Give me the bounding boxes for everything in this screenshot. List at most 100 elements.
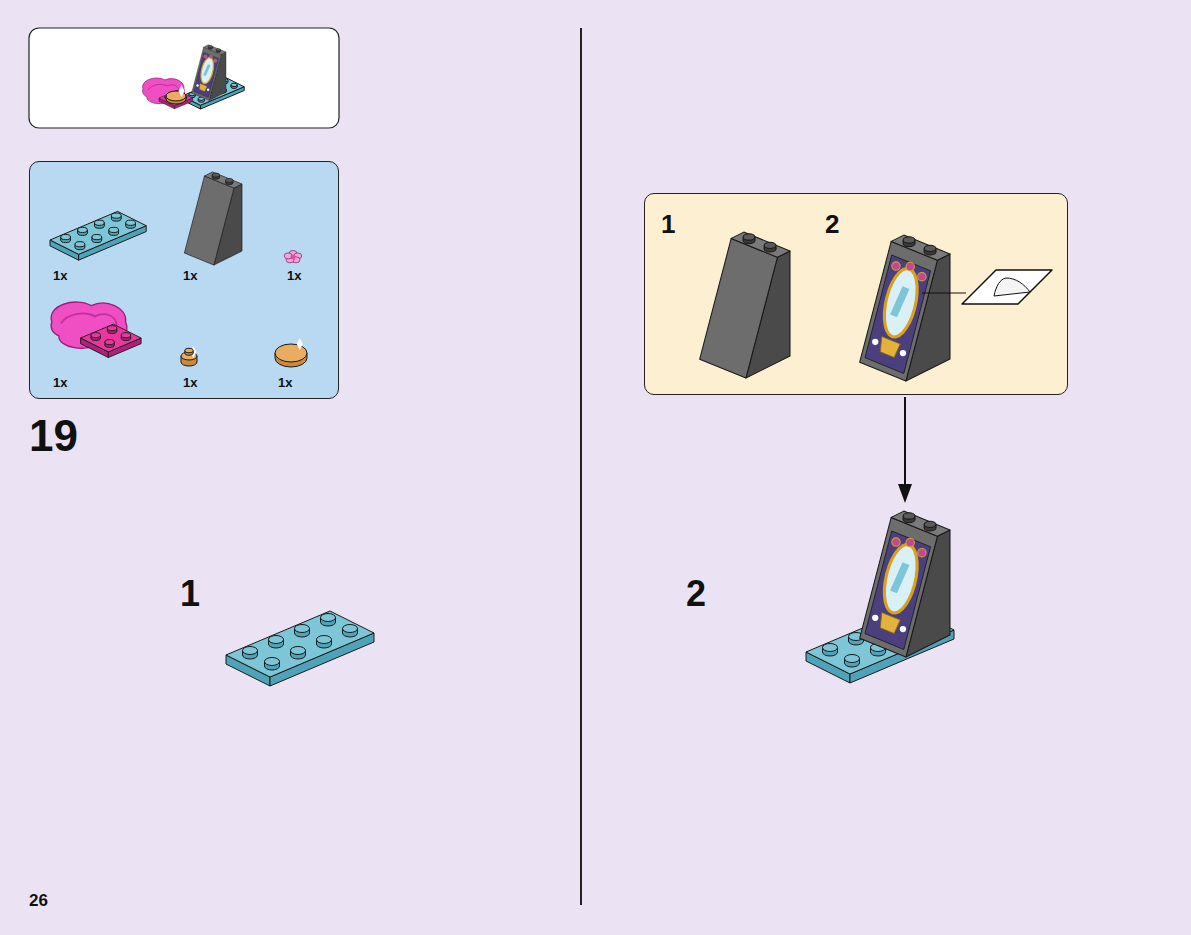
sub-assembly-box: 12 [644, 193, 1068, 395]
shine [297, 338, 303, 350]
stud [291, 647, 306, 655]
brick-face [860, 517, 938, 657]
sticker-flourish [918, 548, 926, 556]
sticker-icon [994, 278, 1030, 296]
round-tile [275, 344, 307, 362]
brick-face [884, 269, 917, 337]
sticker-flourish [207, 89, 209, 91]
brick-face [891, 235, 950, 260]
brick-face [865, 255, 931, 374]
slope-brick [860, 235, 950, 381]
sticker-flourish [906, 262, 914, 270]
stud [75, 242, 85, 247]
stud [321, 614, 336, 622]
sub-step-number: 2 [686, 576, 706, 612]
brick-face [184, 176, 234, 265]
arrow-line [904, 397, 906, 486]
slope-brick [860, 511, 950, 657]
brick-face [890, 286, 909, 317]
stud [295, 625, 310, 633]
divider [580, 28, 582, 905]
sticker-flourish [900, 626, 906, 632]
brick-face [884, 545, 917, 613]
stud [61, 234, 71, 239]
stud [269, 636, 284, 644]
sticker-flourish [892, 538, 900, 546]
preview-box [29, 28, 339, 128]
stud [243, 647, 258, 655]
brick-face [226, 611, 374, 677]
quantity-label: 1x [287, 269, 301, 282]
stud [317, 636, 332, 644]
stud [343, 625, 358, 633]
quantity-label: 1x [278, 376, 292, 389]
brick-face [194, 52, 219, 97]
stud [743, 234, 755, 240]
stud [208, 45, 213, 47]
flower-center [291, 255, 296, 260]
brick-face [192, 47, 222, 100]
slope-brick [192, 45, 226, 101]
stud [903, 237, 915, 243]
arrow-head [898, 484, 912, 503]
stud [212, 173, 220, 177]
brick-face [962, 270, 1052, 304]
preview-model [143, 45, 245, 109]
stud [91, 333, 100, 338]
step-1-model [226, 611, 374, 686]
brick-face [700, 238, 778, 378]
stud [903, 513, 915, 519]
brick-face [159, 90, 193, 105]
step-2-model [806, 511, 954, 683]
brick-face [201, 58, 213, 84]
stud [185, 348, 193, 352]
slope-brick [184, 172, 242, 265]
sub-step-number: 1 [661, 211, 675, 237]
brick-face [860, 241, 938, 381]
sticker-flourish [204, 55, 207, 58]
stud [126, 220, 136, 225]
leader-line [922, 292, 966, 293]
brick-face [880, 336, 900, 357]
stud [924, 521, 936, 527]
stud [231, 83, 237, 86]
sticker-flourish [872, 615, 878, 621]
stud [226, 178, 234, 182]
sticker-flourish [900, 350, 906, 356]
parts-list-box: 1x 1x 1x 1x 1x 1x [29, 161, 339, 399]
brick-face [890, 562, 909, 593]
stud [265, 658, 280, 666]
brick-face [199, 83, 207, 91]
sub-step-number: 2 [825, 211, 839, 237]
brick-face [891, 511, 950, 536]
stud [95, 220, 105, 225]
stud [105, 340, 114, 345]
sticker-flourish [892, 262, 900, 270]
stud [216, 49, 221, 51]
step-number: 19 [29, 414, 78, 458]
quantity-label: 1x [183, 376, 197, 389]
stud [823, 644, 838, 652]
brick-face [880, 612, 900, 633]
stud [107, 326, 116, 331]
sub-step-number: 1 [180, 576, 200, 612]
shell-piece [143, 78, 193, 109]
stud [764, 242, 776, 248]
stud [924, 245, 936, 251]
brick-face [81, 324, 141, 352]
page-number: 26 [29, 892, 48, 909]
stud [111, 213, 121, 218]
shine [179, 85, 185, 97]
stud [78, 227, 88, 232]
quantity-label: 1x [53, 269, 67, 282]
brick-face [865, 531, 931, 650]
sticker-flourish [214, 59, 217, 62]
quantity-label: 1x [183, 269, 197, 282]
stud [845, 655, 860, 663]
sticker-flourish [906, 538, 914, 546]
sticker-flourish [918, 272, 926, 280]
stud [109, 227, 119, 232]
quantity-label: 1x [53, 376, 67, 389]
